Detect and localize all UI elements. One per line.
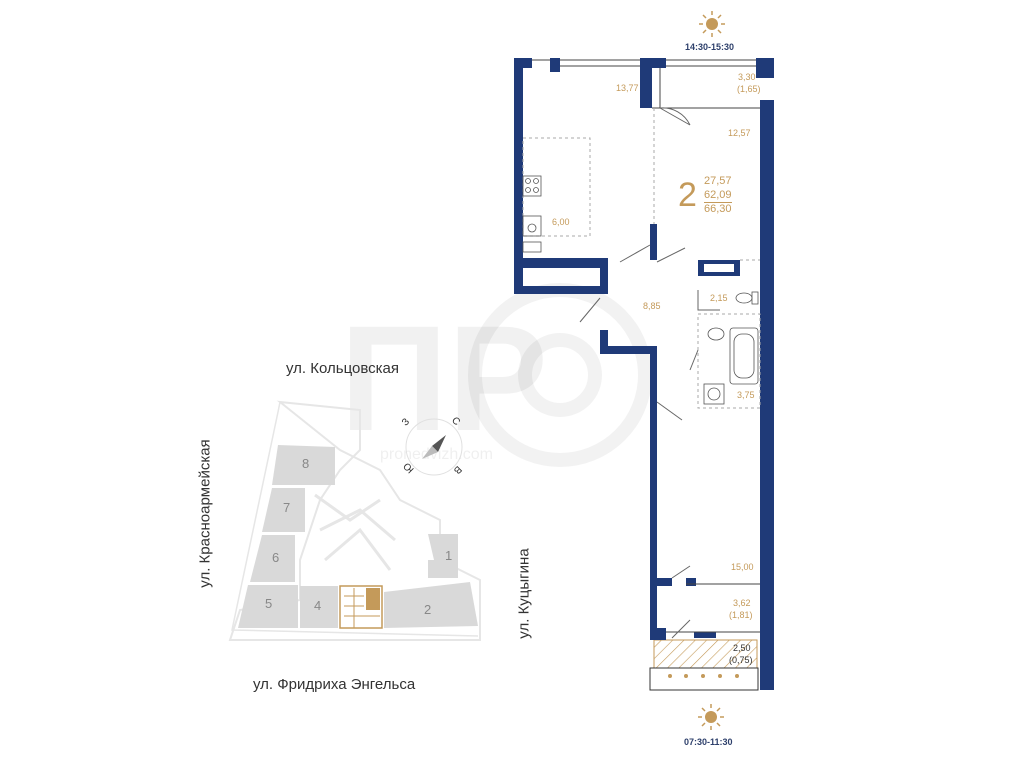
room-area: 8,85 xyxy=(643,301,661,311)
building-number: 5 xyxy=(265,596,273,611)
building-number: 2 xyxy=(424,602,432,617)
building-6 xyxy=(250,535,295,582)
sun-time-top: 14:30-15:30 xyxy=(685,42,735,52)
wall xyxy=(600,330,608,354)
room-area-coef: (1,81) xyxy=(729,610,753,620)
room-area: 2,15 xyxy=(710,293,728,303)
area-divider xyxy=(704,202,732,203)
building-1 xyxy=(428,534,458,578)
wall xyxy=(650,224,657,260)
balcony-rail xyxy=(649,667,759,691)
sun-icon xyxy=(699,11,725,37)
building-number: 1 xyxy=(445,548,453,563)
rooms-count: 2 xyxy=(678,176,697,214)
wall xyxy=(756,58,774,78)
svg-text:ПР: ПР xyxy=(340,294,548,462)
building-number: 8 xyxy=(302,456,310,471)
wall xyxy=(640,58,652,108)
wall xyxy=(650,578,657,640)
wall xyxy=(640,58,666,68)
street-south: ул. Фридриха Энгельса xyxy=(253,676,416,693)
building-4 xyxy=(300,586,338,628)
watermark: ПР xyxy=(340,283,652,467)
building-number: 7 xyxy=(283,500,291,515)
compass xyxy=(405,418,463,476)
building-2 xyxy=(384,582,478,628)
wall xyxy=(600,258,608,294)
room-area: 6,00 xyxy=(552,217,570,227)
total-area-balcony: 66,30 xyxy=(704,203,732,215)
living-area: 27,57 xyxy=(704,175,732,187)
building-7 xyxy=(262,488,305,532)
wall xyxy=(686,578,696,586)
wall xyxy=(650,346,657,586)
sun-time-bottom: 07:30-11:30 xyxy=(684,737,733,747)
room-area: 3,30 xyxy=(738,72,756,82)
building-5 xyxy=(238,585,298,628)
street-west: ул. Красноармейская xyxy=(196,439,214,588)
room-area-coef: (0,75) xyxy=(729,655,753,665)
wall xyxy=(600,346,657,354)
wall xyxy=(694,632,716,638)
total-area: 62,09 xyxy=(704,189,732,201)
room-area: 15,00 xyxy=(731,562,754,572)
room-area: 3,75 xyxy=(737,390,755,400)
street-east: ул. Куцыгина xyxy=(515,548,533,639)
room-area: 13,77 xyxy=(616,83,639,93)
sun-icon xyxy=(698,704,724,730)
building-number: 6 xyxy=(272,550,280,565)
wall xyxy=(514,286,608,294)
building-number: 4 xyxy=(314,598,322,613)
wall xyxy=(514,58,523,294)
wall xyxy=(656,628,666,640)
wall xyxy=(650,578,672,586)
room-area: 12,57 xyxy=(728,128,751,138)
wall xyxy=(550,58,560,72)
compass-needle-icon xyxy=(432,435,446,452)
wall xyxy=(514,258,608,268)
street-north: ул. Кольцовская xyxy=(286,360,399,377)
room-area-coef: (1,65) xyxy=(737,84,761,94)
building-8 xyxy=(272,445,335,485)
room-area: 3,62 xyxy=(733,598,751,608)
balcony-hatch xyxy=(653,639,758,669)
wall xyxy=(760,100,774,690)
room-area: 2,50 xyxy=(733,643,751,653)
